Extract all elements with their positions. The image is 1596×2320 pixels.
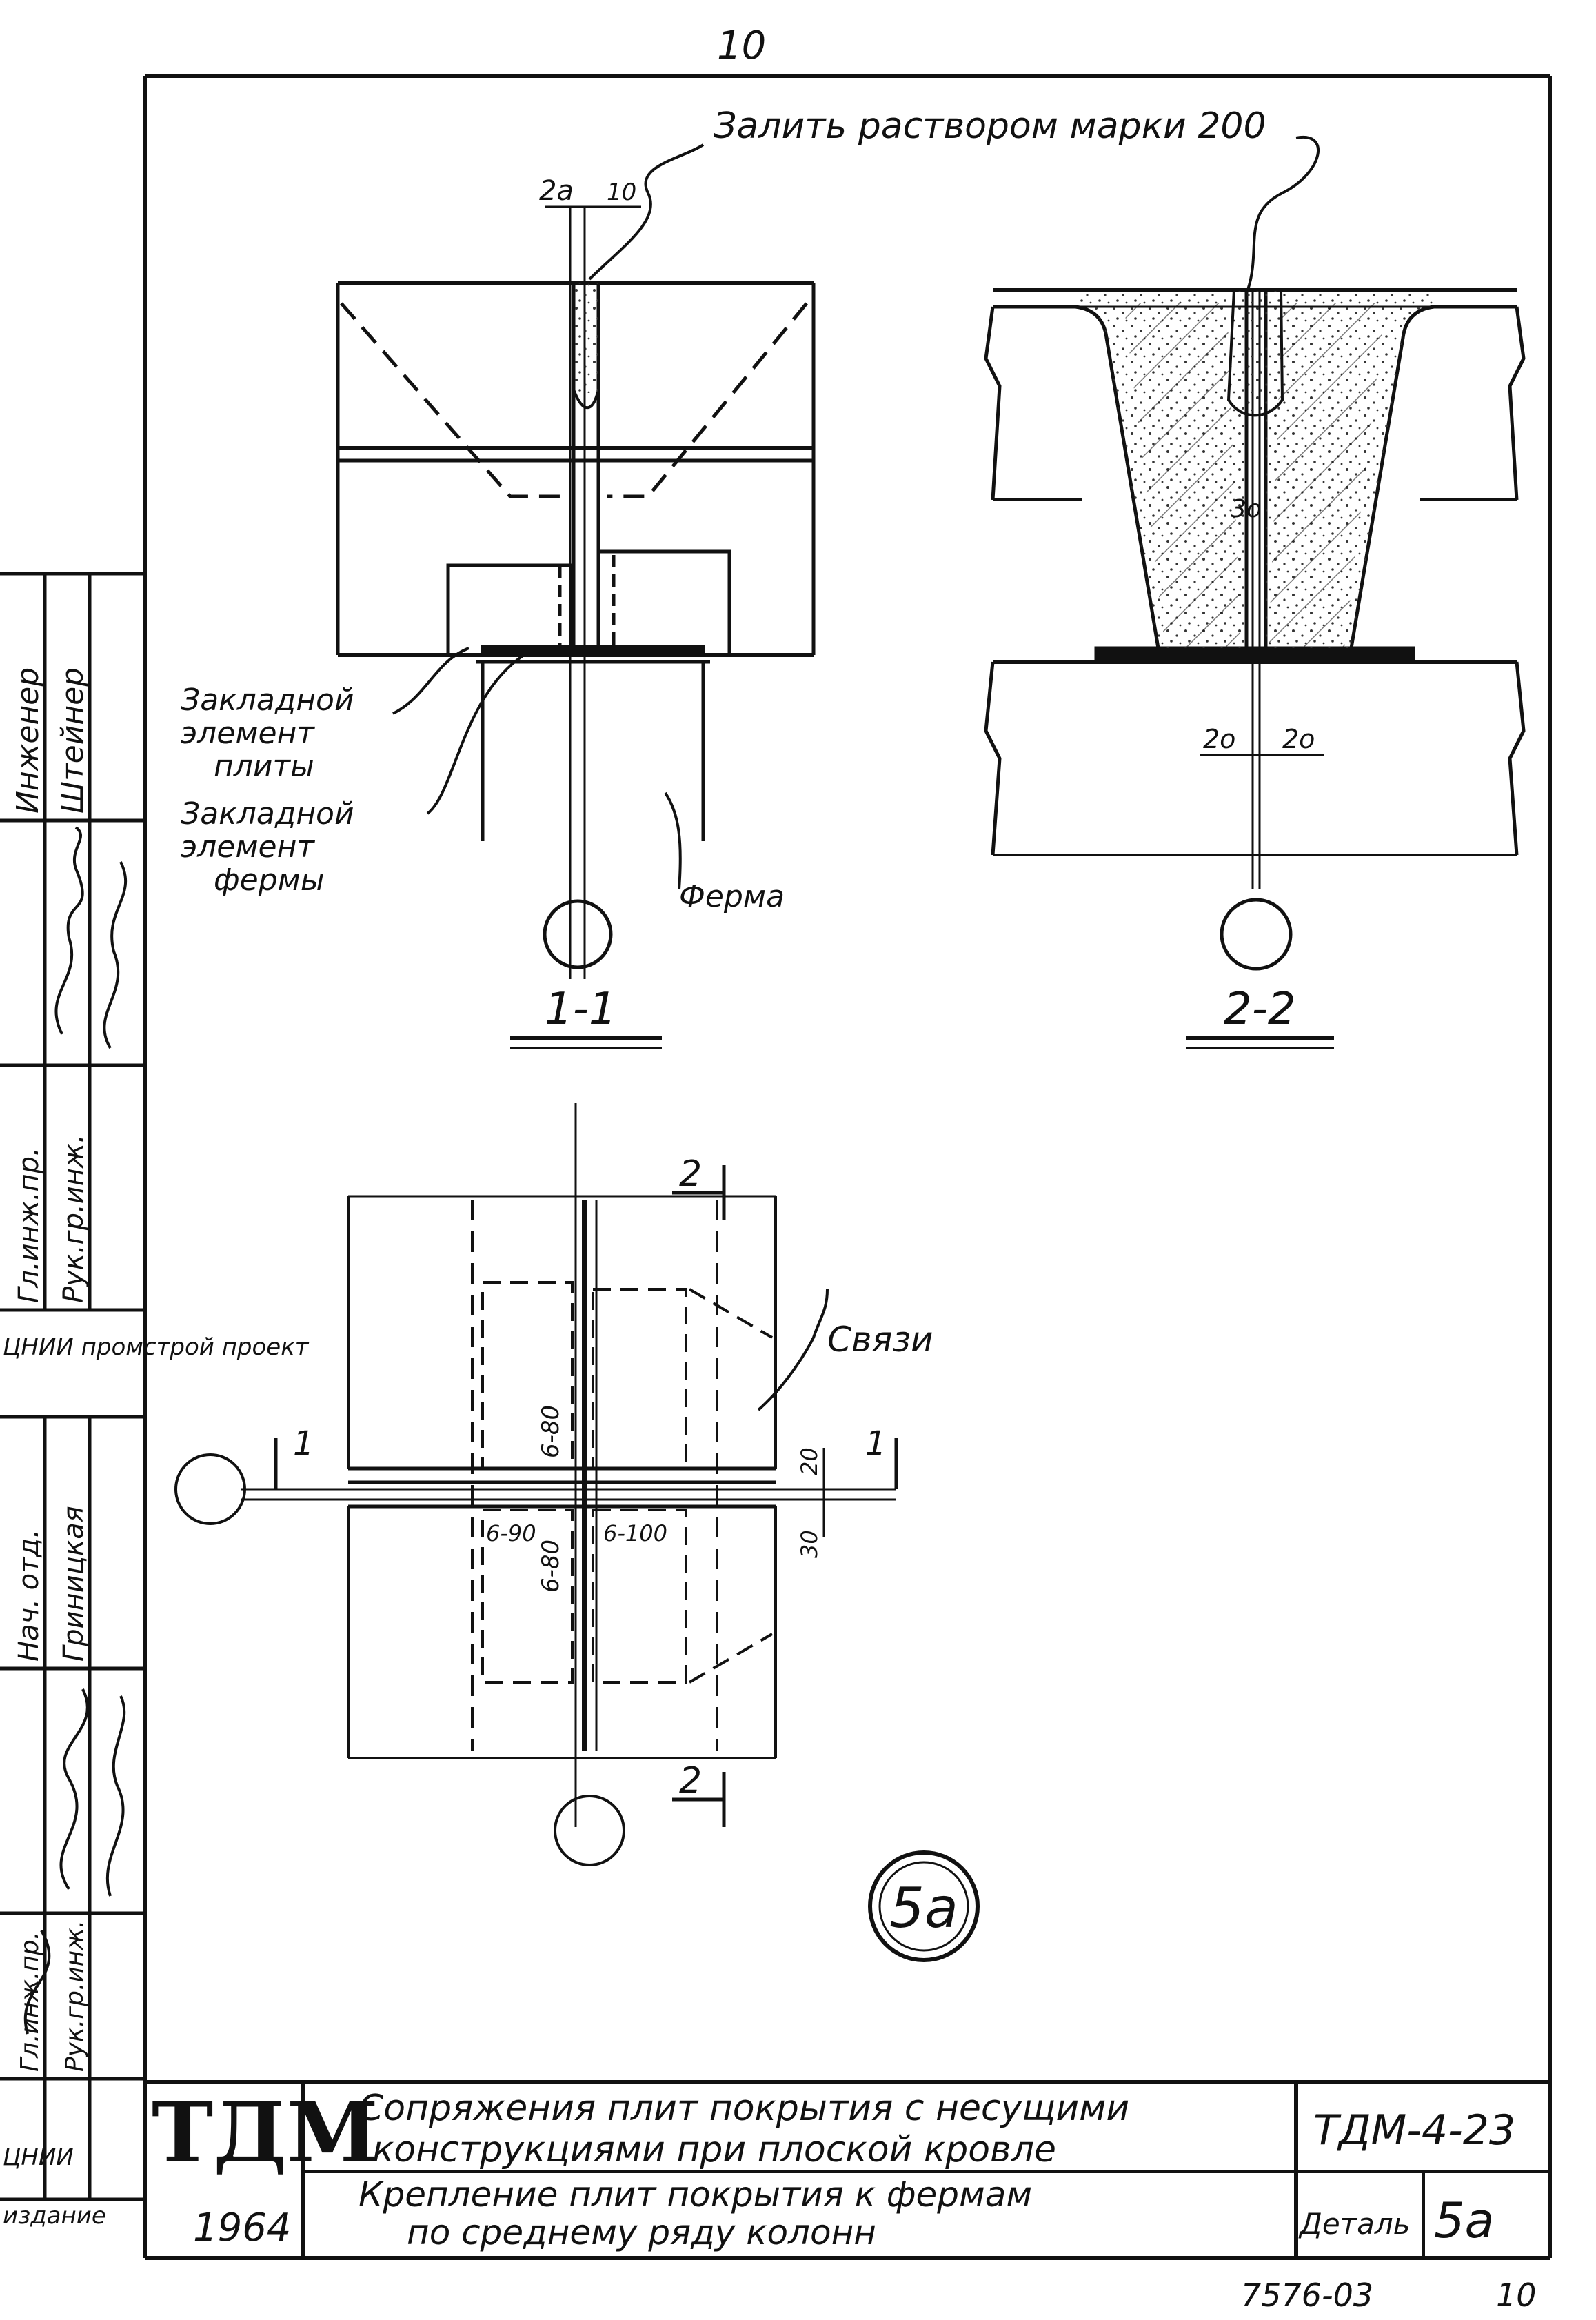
detail-mark: 5a <box>868 1850 980 1962</box>
title-year: 1964 <box>193 2206 292 2250</box>
detail-label: Деталь <box>1298 2207 1410 2241</box>
dim-2o-left: 2o <box>1203 724 1235 754</box>
stamp-role-1: Инженер <box>10 667 46 814</box>
stamp-org: ЦНИИ промстрой проект <box>3 1333 310 1361</box>
grout-leader-2 <box>1246 135 1320 290</box>
doc-code: ТДМ-4-23 <box>1313 2106 1515 2155</box>
side-stamp-text: Инженер Штейнер Гл.инж.пр. Рук.гр.инж. Ц… <box>3 667 310 2230</box>
stamp-role-2: Гл.инж.пр. <box>13 1147 45 1303</box>
bottom-page: 10 <box>1496 2277 1537 2314</box>
stamp-role-3: Нач. отд. <box>13 1529 45 1662</box>
weld-label-4: 6-100 <box>603 1520 667 1546</box>
title-block-frame <box>145 2080 1550 2258</box>
stamp-name-1: Штейнер <box>55 667 90 814</box>
grout-note: Залить раствором марки 200 <box>714 105 1266 147</box>
section-1-1 <box>336 205 816 979</box>
weld-label-3: 6-90 <box>486 1520 536 1546</box>
tdm-logo: ТДМ <box>152 2084 378 2181</box>
cut-2-top: 2 <box>679 1153 702 1195</box>
cut-1-left: 1 <box>293 1424 314 1463</box>
section-2-2-label: 2-2 <box>1224 984 1296 1035</box>
stamp-org-2b: издание <box>3 2202 106 2230</box>
subtitle-line-1: Крепление плит покрытия к фермам <box>358 2175 1032 2215</box>
page-number: 10 <box>717 23 766 68</box>
subtitle-line-2: по среднему ряду колонн <box>407 2212 876 2252</box>
section-1-1-label: 1-1 <box>545 984 617 1035</box>
cut-2-bottom: 2 <box>679 1760 702 1802</box>
truss-label: Ферма <box>679 879 785 914</box>
stamp-name-3: Гриницкая <box>58 1506 90 1662</box>
plan-view <box>174 1103 898 1866</box>
weld-label-1: 6-80 <box>537 1405 565 1458</box>
title-line-1: Сопряжения плит покрытия с несущими <box>358 2088 1129 2129</box>
dim-2a: 2a <box>539 175 574 207</box>
section-2-2-fill <box>1075 288 1434 648</box>
ties-label: Связи <box>827 1320 933 1360</box>
stamp-org-2: ЦНИИ <box>3 2144 74 2171</box>
weld-label-2: 6-80 <box>537 1540 565 1593</box>
dim-20-label: 20 <box>796 1447 822 1475</box>
bottom-code: 7576-03 <box>1241 2277 1373 2314</box>
stamp-name-5: Рук.гр.инж. <box>61 1920 89 2072</box>
cut-1-right: 1 <box>865 1424 887 1463</box>
sheet-frame <box>143 74 1552 2260</box>
dim-30-label: 30 <box>796 1530 822 1558</box>
detail-mark-text: 5a <box>889 1876 958 1940</box>
side-stamp <box>0 572 145 2201</box>
title-line-2: конструкциями при плоской кровле <box>372 2129 1056 2170</box>
detail-value: 5а <box>1434 2192 1494 2249</box>
stamp-name-2: Рук.гр.инж. <box>58 1134 90 1303</box>
dim-3o: 3o <box>1231 495 1262 523</box>
signatures <box>23 826 128 2035</box>
dim-2o-right: 2o <box>1282 724 1315 754</box>
leaders-1-1 <box>392 143 705 890</box>
dim-10: 10 <box>607 179 636 206</box>
